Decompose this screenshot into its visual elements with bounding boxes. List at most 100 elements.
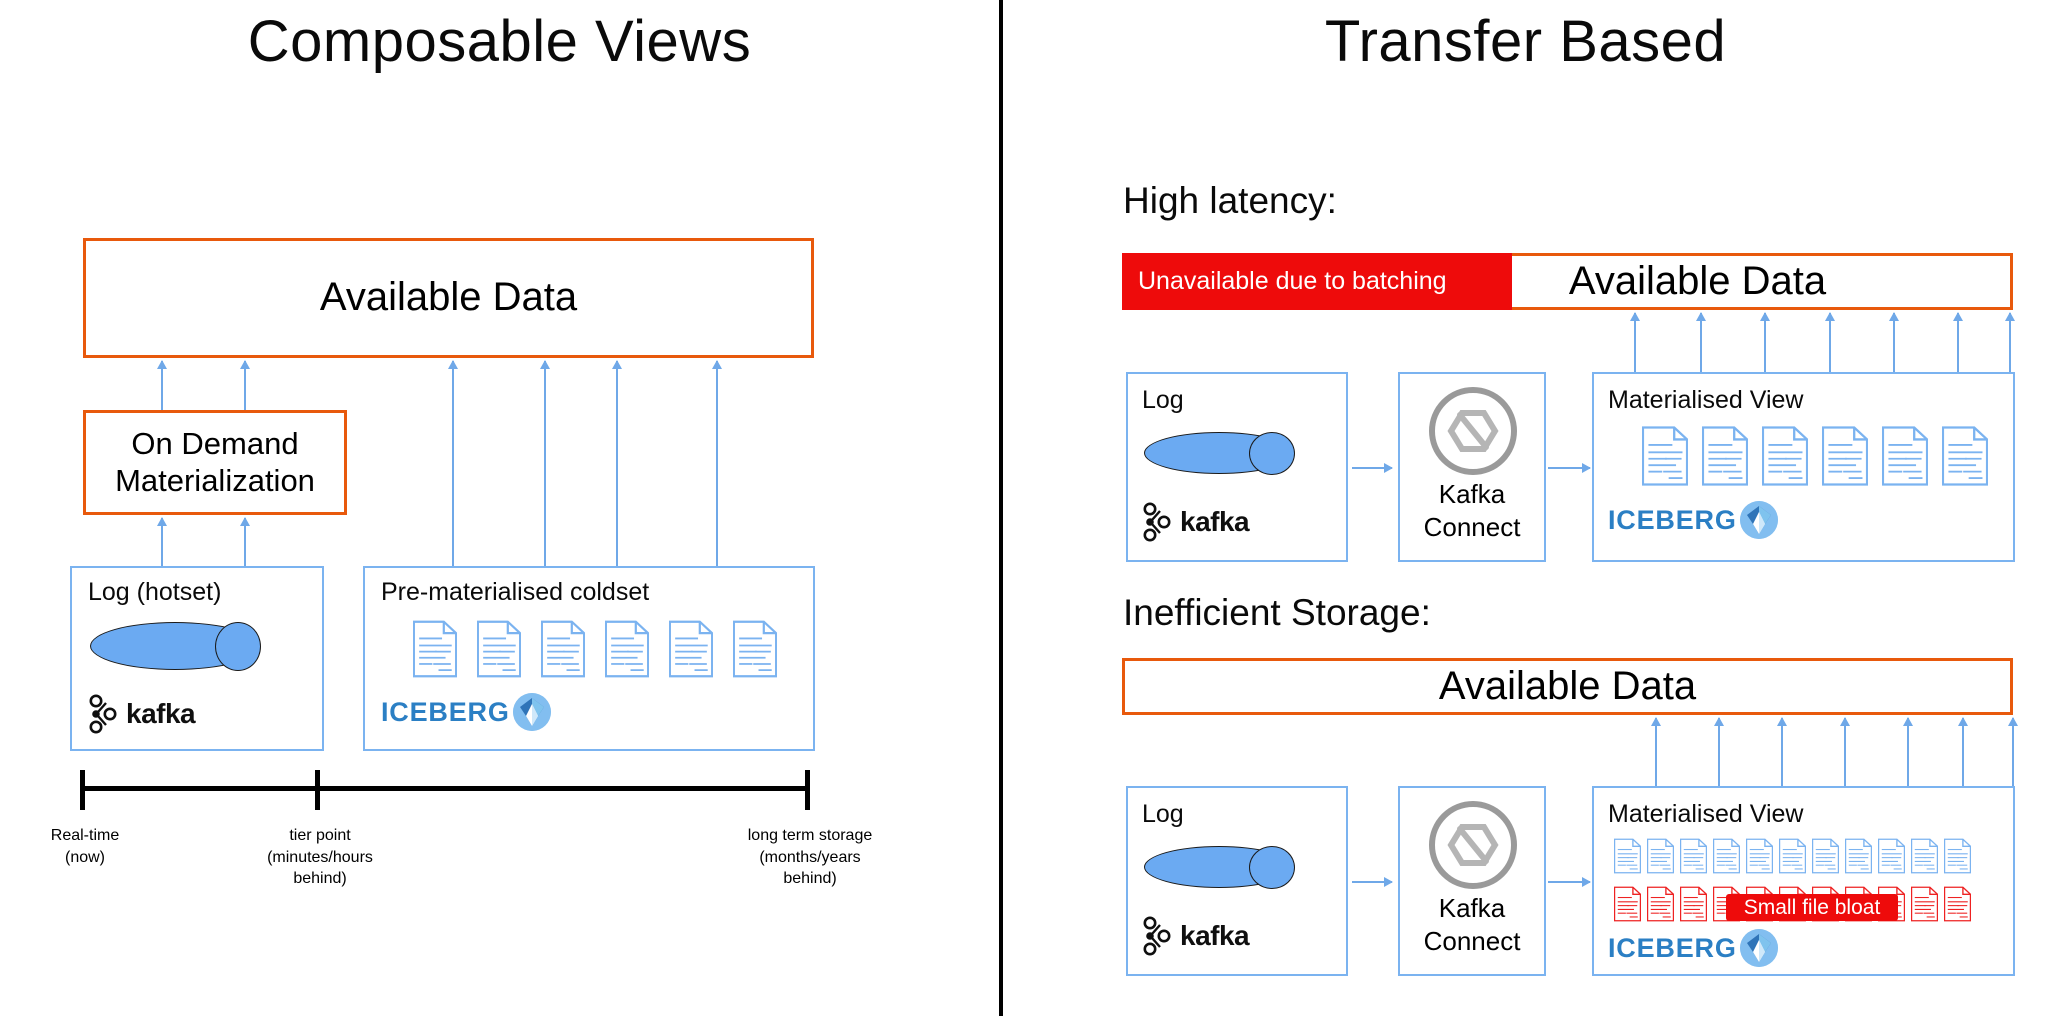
document-icon (1812, 838, 1839, 874)
s1-view-box: Materialised View ICEBERG (1592, 372, 2015, 562)
arrow-coldset-to-available-4 (712, 360, 722, 567)
iceberg-wordmark: ICEBERG (381, 696, 510, 727)
kafka-wordmark: kafka (1180, 506, 1250, 537)
s2-log-cylinder-icon (1144, 845, 1295, 889)
document-icon (1942, 426, 1988, 486)
document-icon (1642, 426, 1688, 486)
document-icon (1614, 838, 1641, 874)
document-icon (1779, 838, 1806, 874)
document-icon (1746, 838, 1773, 874)
s1-arrow-7 (2005, 312, 2015, 372)
kafka-wordmark: kafka (126, 698, 196, 729)
right-available-data-box-2: Available Data (1122, 658, 2013, 715)
s1-link-log-connect (1352, 463, 1393, 473)
arrow-coldset-to-available-1 (448, 360, 458, 567)
right-available-data-label-1: Available Data (1568, 258, 1827, 303)
s2-arrow-3 (1777, 717, 1787, 786)
s1-connect-label: Kafka Connect (1423, 479, 1521, 542)
document-icon (1647, 838, 1674, 874)
document-icon (733, 620, 777, 678)
s2-view-doc-row-top (1614, 838, 1971, 874)
timeline-tick-2 (315, 770, 320, 810)
s1-log-label: Log (1142, 386, 1184, 414)
document-icon (1647, 886, 1674, 922)
s2-link-log-connect (1352, 877, 1393, 887)
s2-view-label: Materialised View (1608, 800, 1804, 828)
document-icon (1878, 838, 1905, 874)
s2-view-box: Materialised View Small file bloat ICEBE… (1592, 786, 2015, 976)
document-icon (1882, 426, 1928, 486)
left-panel-title: Composable Views (247, 9, 752, 74)
right-available-data-label-2: Available Data (1438, 663, 1697, 708)
iceberg-gem-icon (1739, 501, 1778, 539)
kafka-connect-icon (1429, 387, 1517, 475)
document-icon (605, 620, 649, 678)
s1-arrow-3 (1760, 312, 1770, 372)
kafka-wordmark: kafka (1180, 920, 1250, 951)
right-panel-title: Transfer Based (1324, 9, 1727, 74)
timeline-axis (80, 786, 810, 791)
s2-log-box: Log kafka (1126, 786, 1348, 976)
kafka-icon (1143, 502, 1171, 542)
s1-arrow-2 (1696, 312, 1706, 372)
s1-link-connect-view (1548, 463, 1591, 473)
iceberg-logo: ICEBERG (381, 692, 552, 732)
s1-connect-box: Kafka Connect (1398, 372, 1546, 562)
s2-connect-label: Kafka Connect (1423, 893, 1521, 956)
document-icon (1911, 838, 1938, 874)
kafka-connect-icon (1429, 801, 1517, 889)
high-latency-heading: High latency: (1123, 180, 1337, 221)
arrow-coldset-to-available-3 (612, 360, 622, 567)
iceberg-gem-icon (512, 693, 551, 731)
document-icon (541, 620, 585, 678)
s2-arrow-7 (2008, 717, 2018, 786)
on-demand-materialization-box: On Demand Materialization (83, 410, 347, 515)
timeline-tick-3 (805, 770, 810, 810)
left-log-label: Log (hotset) (88, 578, 222, 606)
s2-connect-box: Kafka Connect (1398, 786, 1546, 976)
iceberg-gem-icon (1739, 929, 1778, 967)
coldset-label: Pre-materialised coldset (381, 578, 650, 606)
kafka-icon (1143, 916, 1171, 956)
arrow-ondemand-to-available-2 (240, 360, 250, 413)
document-icon (1944, 886, 1971, 922)
iceberg-wordmark: ICEBERG (1608, 504, 1737, 535)
document-icon (1680, 886, 1707, 922)
timeline-label-0: Real-time (now) (50, 827, 120, 866)
s2-arrow-1 (1651, 717, 1661, 786)
arrow-log-to-ondemand-1 (157, 517, 167, 568)
kafka-logo: kafka (88, 694, 196, 734)
arrow-ondemand-to-available-1 (157, 360, 167, 413)
s2-iceberg-logo: ICEBERG (1608, 928, 1779, 968)
s2-arrow-6 (1958, 717, 1968, 786)
s1-arrow-4 (1825, 312, 1835, 372)
document-icon (1822, 426, 1868, 486)
timeline-label-2: long term storage (months/years behind) (747, 827, 873, 888)
small-file-bloat-badge: Small file bloat (1726, 894, 1898, 921)
s1-kafka-logo: kafka (1142, 502, 1250, 542)
s1-arrow-5 (1889, 312, 1899, 372)
left-available-data-label: Available Data (319, 275, 578, 320)
s1-view-doc-row (1642, 426, 1988, 486)
document-icon (1680, 838, 1707, 874)
s1-log-box: Log kafka (1126, 372, 1348, 562)
left-available-data-box: Available Data (83, 238, 814, 358)
document-icon (669, 620, 713, 678)
iceberg-wordmark: ICEBERG (1608, 932, 1737, 963)
s2-arrow-5 (1903, 717, 1913, 786)
arrow-coldset-to-available-2 (540, 360, 550, 567)
s1-arrow-1 (1630, 312, 1640, 372)
document-icon (1911, 886, 1938, 922)
panel-divider (999, 0, 1003, 1016)
kafka-icon (89, 694, 117, 734)
s1-log-cylinder-icon (1144, 431, 1295, 475)
coldset-doc-row (413, 620, 777, 678)
s2-kafka-logo: kafka (1142, 916, 1250, 956)
document-icon (1944, 838, 1971, 874)
log-cylinder-icon (90, 621, 261, 671)
left-log-box: Log (hotset) kafka (70, 566, 324, 751)
arrow-log-to-ondemand-2 (240, 517, 250, 568)
document-icon (1845, 838, 1872, 874)
inefficient-storage-heading: Inefficient Storage: (1123, 592, 1431, 633)
